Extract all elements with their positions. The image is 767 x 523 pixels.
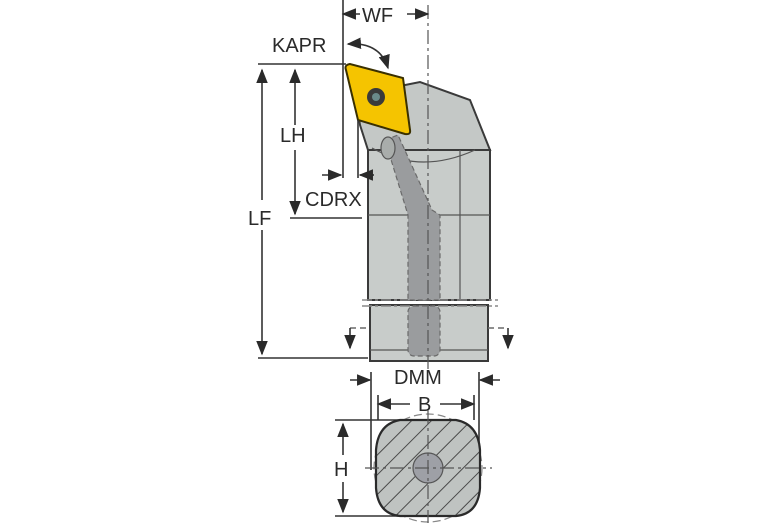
label-wf: WF: [362, 5, 393, 27]
dimensions: WF KAPR LF LH CDRX DMM B: [248, 0, 500, 517]
clamp-screw: [380, 136, 396, 160]
label-kapr: KAPR: [272, 35, 326, 57]
label-b: B: [418, 394, 431, 416]
side-view: [344, 5, 514, 370]
label-h: H: [334, 459, 348, 481]
label-dmm: DMM: [394, 367, 442, 389]
label-lh: LH: [280, 125, 306, 147]
coolant-channel: [384, 134, 441, 301]
label-cdrx: CDRX: [305, 189, 362, 211]
label-lf: LF: [248, 208, 271, 230]
cross-section: [365, 410, 492, 523]
